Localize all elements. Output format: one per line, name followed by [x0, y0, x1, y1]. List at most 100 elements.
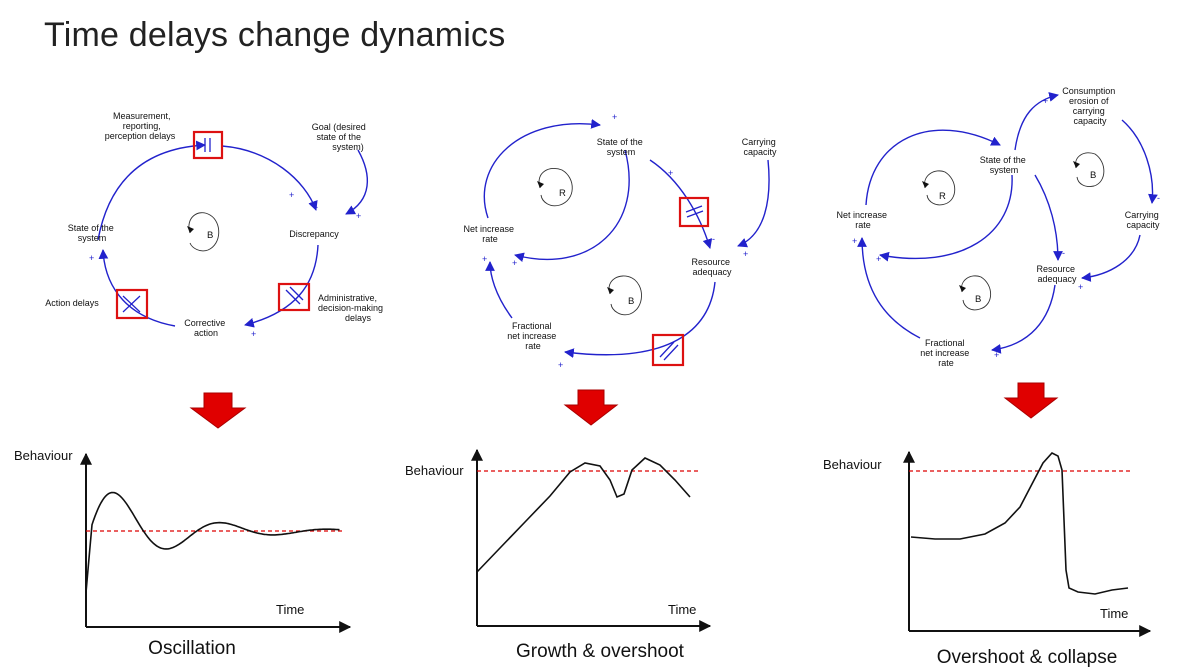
link-state-to-resource: [649, 159, 713, 249]
delay-boxes-2: [651, 196, 710, 367]
variable-corrective-action: Corrective action: [184, 318, 228, 338]
y-axis-label: Behaviour: [823, 457, 882, 472]
variable-carrying-capacity: Carrying capacity: [1125, 210, 1162, 230]
polarity-sign: +: [1043, 96, 1048, 106]
variable-state-of-system: State of the system: [980, 155, 1029, 175]
link-fractional-to-net: [485, 261, 513, 319]
causal-loop-diagram-3: [857, 92, 1158, 354]
polarity-sign: +: [289, 190, 294, 200]
polarity-sign: +: [1078, 282, 1083, 292]
variable-labels-1: Measurement, reporting, perception delay…: [45, 111, 386, 338]
panel-caption-growth-overshoot: Growth & overshoot: [516, 641, 685, 662]
polarity-signs-2: + + + - + + +: [482, 112, 748, 370]
down-arrow-3: [1003, 382, 1059, 419]
polarity-sign: -: [1062, 248, 1065, 258]
panel-overshoot-collapse: R B B Consumption erosion of carrying ca…: [823, 86, 1162, 668]
causal-loop-diagram-2: [483, 119, 770, 358]
variable-fractional-net-increase: Fractional net increase rate: [507, 321, 559, 351]
down-arrow-1: [189, 392, 247, 429]
link-fractional-to-net: [857, 237, 921, 339]
variable-state-of-system: State of the system: [597, 137, 646, 157]
polarity-sign: +: [558, 360, 563, 370]
behaviour-chart-2: Behaviour Time: [405, 448, 712, 632]
variable-consumption-erosion: Consumption erosion of carrying capacity: [1062, 86, 1118, 126]
link-consumption-to-carrying: [1121, 119, 1158, 204]
variable-measurement: Measurement, reporting, perception delay…: [105, 111, 176, 141]
behaviour-chart-3: Behaviour Time: [823, 450, 1152, 637]
link-state-to-measurement: [97, 140, 206, 241]
loop-label-b: B: [1090, 170, 1096, 181]
variable-discrepancy: Discrepancy: [289, 229, 339, 239]
loop-label-b: B: [207, 230, 213, 241]
variable-administrative: Administrative, decision-making delays: [318, 293, 386, 323]
variable-action-delays: Action delays: [45, 298, 99, 308]
delay-boxes-1: [115, 130, 311, 320]
loop-label-r: R: [939, 191, 946, 202]
delay-box-resource-fractional: [651, 333, 685, 367]
polarity-sign: -: [712, 234, 715, 244]
polarity-signs-3: + - + + - + +: [852, 96, 1160, 360]
variable-state-of-system: State of the system: [68, 223, 117, 243]
link-carrying-to-resource: [737, 159, 770, 248]
loop-marker-b-upper: B: [1073, 152, 1105, 187]
polarity-sign: +: [852, 236, 857, 246]
panel-oscillation: B Measurement, reporting, perception del…: [14, 111, 386, 659]
polarity-sign: +: [356, 211, 361, 221]
variable-carrying-capacity: Carrying capacity: [742, 137, 779, 157]
variable-resource-adequacy: Resource adequacy: [1036, 264, 1077, 284]
link-state-to-net: [879, 174, 1013, 262]
x-axis-label: Time: [276, 602, 304, 617]
variable-fractional-net-increase: Fractional net increase rate: [920, 338, 972, 368]
polarity-sign: +: [612, 112, 617, 122]
loop-marker-b: B: [187, 212, 220, 252]
link-carrying-to-resource: [1081, 234, 1141, 282]
variable-labels-2: State of the system Carrying capacity Ne…: [463, 137, 779, 351]
link-goal-to-discrepancy: [345, 149, 369, 215]
link-discrepancy-to-corrective: [244, 244, 319, 328]
polarity-sign: +: [876, 254, 881, 264]
polarity-sign: -: [315, 202, 318, 212]
link-resource-to-fractional: [564, 281, 716, 358]
delay-box-action: [115, 288, 149, 320]
loop-label-b: B: [975, 294, 981, 305]
link-measurement-to-discrepancy: [221, 145, 318, 211]
y-axis-label: Behaviour: [405, 463, 464, 478]
polarity-sign: +: [251, 329, 256, 339]
loop-label-b: B: [628, 296, 634, 307]
polarity-sign: +: [89, 253, 94, 263]
panel-caption-overshoot-collapse: Overshoot & collapse: [937, 647, 1118, 668]
variable-net-increase-rate: Net increase rate: [463, 224, 516, 244]
loop-label-r: R: [559, 188, 566, 199]
link-state-to-net: [514, 149, 630, 263]
link-net-to-state: [483, 119, 601, 219]
behaviour-curve: [476, 457, 691, 573]
polarity-sign: +: [668, 168, 673, 178]
polarity-sign: +: [512, 258, 517, 268]
delay-box-administrative: [277, 282, 311, 312]
polarity-sign: -: [1157, 193, 1160, 203]
delay-box-state-resource: [678, 196, 710, 228]
panel-caption-oscillation: Oscillation: [148, 638, 236, 659]
behaviour-curve: [85, 491, 340, 593]
variable-labels-3: Consumption erosion of carrying capacity…: [836, 86, 1162, 368]
panel-growth-overshoot: R B State of the system Carrying capacit…: [405, 112, 779, 662]
loop-marker-b-lower: B: [959, 275, 992, 311]
page-title: Time delays change dynamics: [44, 16, 506, 54]
link-resource-to-fractional: [991, 284, 1056, 354]
link-state-to-resource: [1034, 174, 1063, 261]
variable-goal: Goal (desired state of the system): [312, 122, 369, 152]
x-axis-label: Time: [668, 602, 696, 617]
behaviour-curve: [910, 452, 1129, 595]
polarity-signs-1: + - + + +: [89, 190, 361, 339]
polarity-sign: +: [743, 249, 748, 259]
loop-marker-r: R: [922, 170, 956, 206]
x-axis-label: Time: [1100, 606, 1128, 621]
delay-box-measurement: [192, 130, 224, 160]
link-state-to-consumption: [1014, 92, 1059, 151]
behaviour-chart-1: Behaviour Time: [14, 448, 352, 633]
down-arrow-2: [563, 389, 619, 426]
link-corrective-to-state: [98, 249, 176, 327]
causal-loop-diagram-1: [97, 140, 369, 328]
loop-marker-r: R: [537, 168, 573, 207]
